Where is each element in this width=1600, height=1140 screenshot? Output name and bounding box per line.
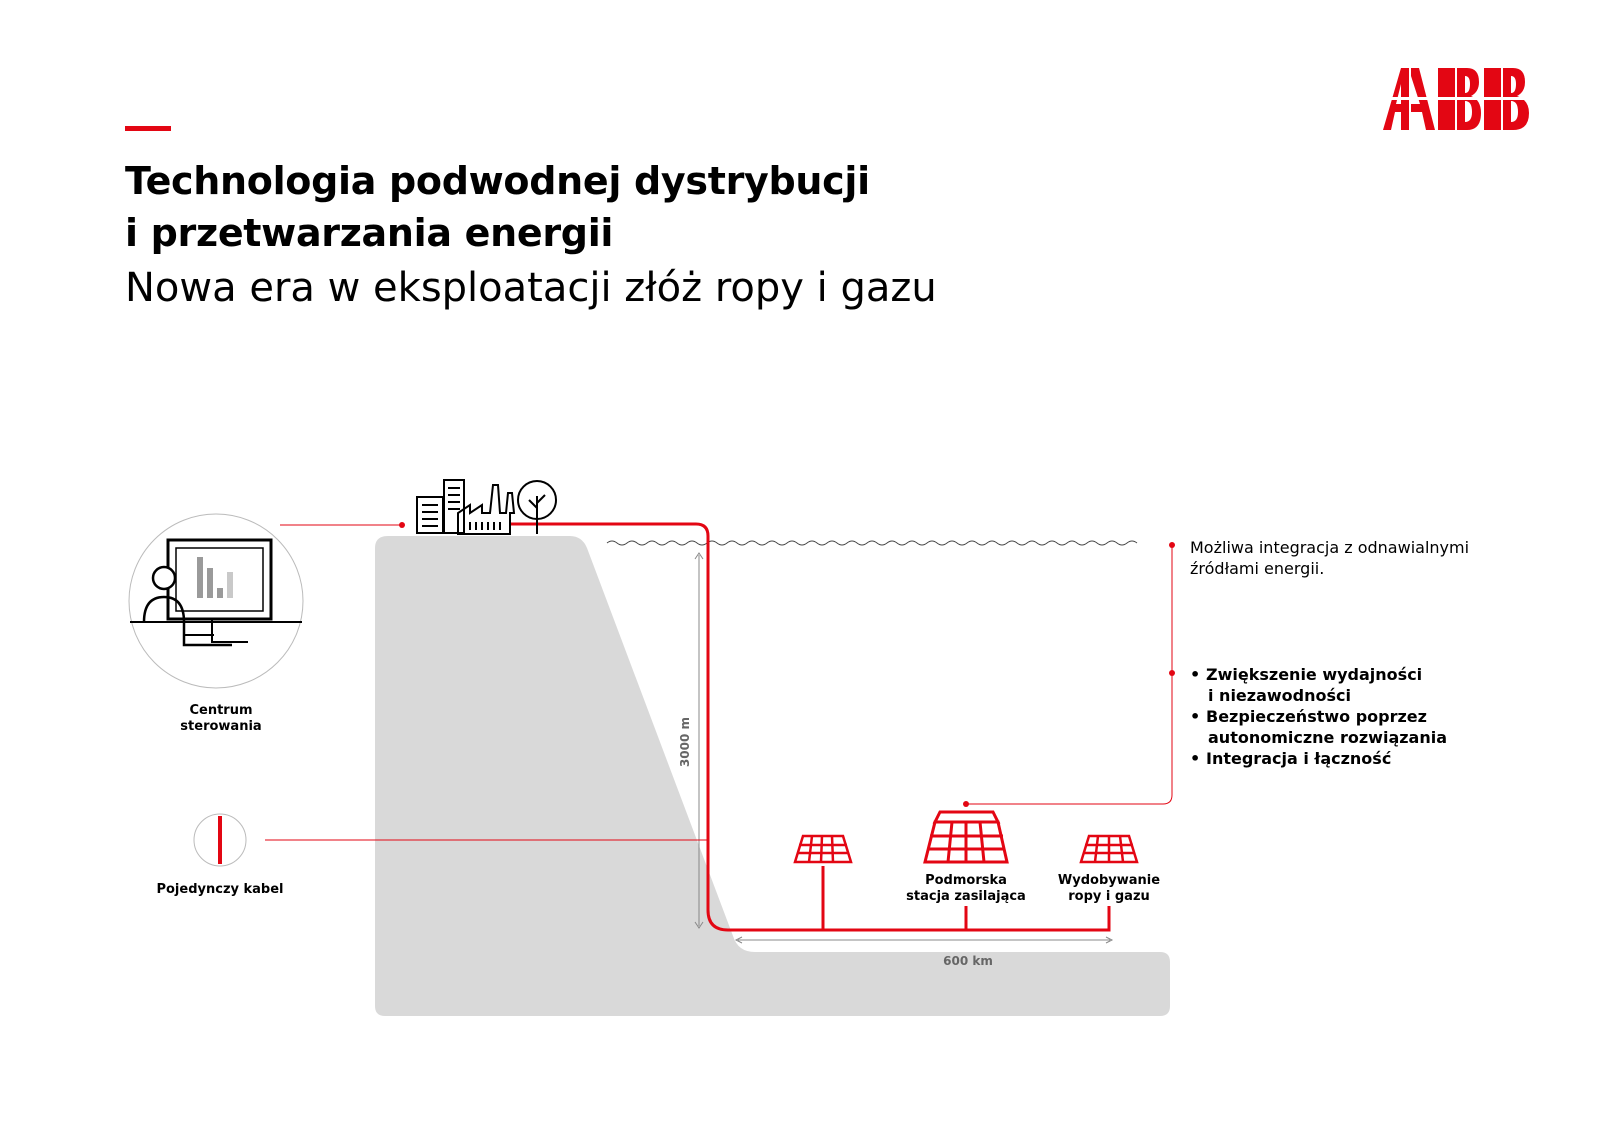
- control-center-label-line-2: sterowania: [180, 719, 262, 734]
- power-station-label-line-1: Podmorska: [925, 873, 1007, 888]
- benefit-2-line-2: autonomiczne rozwiązania: [1208, 728, 1448, 747]
- title-line-1: Technologia podwodnej dystrybucji: [125, 159, 870, 203]
- power-station-label: Podmorska stacja zasilająca: [886, 873, 1046, 905]
- benefit-1-line-2: i niezawodności: [1208, 686, 1351, 705]
- right-bracket: [966, 545, 1173, 805]
- benefits-list: Zwiększenie wydajności i niezawodności B…: [1190, 664, 1520, 769]
- distance-label: 600 km: [943, 954, 993, 968]
- benefit-item: Bezpieczeństwo poprzez autonomiczne rozw…: [1190, 706, 1520, 748]
- title-accent-bar: [125, 126, 171, 131]
- control-center-label: Centrum sterowania: [156, 703, 286, 735]
- benefits-marker-dot: [1169, 670, 1175, 676]
- benefit-3-line-1: Integracja i łączność: [1206, 749, 1392, 768]
- water-surface: [606, 540, 1138, 546]
- renewables-marker-dot: [1169, 542, 1175, 548]
- page-title: Technologia podwodnej dystrybucji i prze…: [125, 155, 870, 259]
- distance-dimension: [734, 936, 1114, 944]
- benefit-1-line-1: Zwiększenie wydajności: [1206, 665, 1423, 684]
- page-subtitle: Nowa era w eksploatacji złóż ropy i gazu: [125, 265, 937, 311]
- factory-icon: [457, 484, 516, 535]
- tree-icon: [517, 480, 557, 534]
- office-building-icon: [416, 479, 465, 534]
- renewables-note: Możliwa integracja z odnawialnymi źródła…: [1190, 537, 1510, 579]
- benefit-item: Integracja i łączność: [1190, 748, 1520, 769]
- seabed-ground: [375, 536, 1170, 1016]
- subsea-module-icon: [793, 834, 853, 864]
- production-label: Wydobywanie ropy i gazu: [1044, 873, 1174, 905]
- single-cable-icon: [193, 813, 247, 867]
- benefit-2-line-1: Bezpieczeństwo poprzez: [1206, 707, 1427, 726]
- power-station-label-line-2: stacja zasilająca: [906, 889, 1026, 904]
- operator-monitor-icon: [128, 513, 304, 689]
- single-cable-label: Pojedynczy kabel: [156, 882, 284, 897]
- control-center-connector-dot: [399, 522, 405, 528]
- benefit-item: Zwiększenie wydajności i niezawodności: [1190, 664, 1520, 706]
- oil-gas-production-icon: [1079, 834, 1139, 864]
- subsea-cable: [510, 522, 1111, 932]
- renewables-note-line-1: Możliwa integracja z odnawialnymi: [1190, 538, 1470, 557]
- control-center-label-line-1: Centrum: [189, 703, 253, 718]
- abb-logo: [1383, 68, 1531, 130]
- depth-label: 3000 m: [678, 717, 692, 767]
- bracket-end-dot: [963, 801, 969, 807]
- subsea-power-station-icon: [923, 810, 1009, 864]
- production-label-line-2: ropy i gazu: [1068, 889, 1150, 904]
- title-line-2: i przetwarzania energii: [125, 211, 614, 255]
- depth-dimension: [694, 552, 704, 929]
- renewables-note-line-2: źródłami energii.: [1190, 559, 1325, 578]
- production-label-line-1: Wydobywanie: [1057, 873, 1161, 888]
